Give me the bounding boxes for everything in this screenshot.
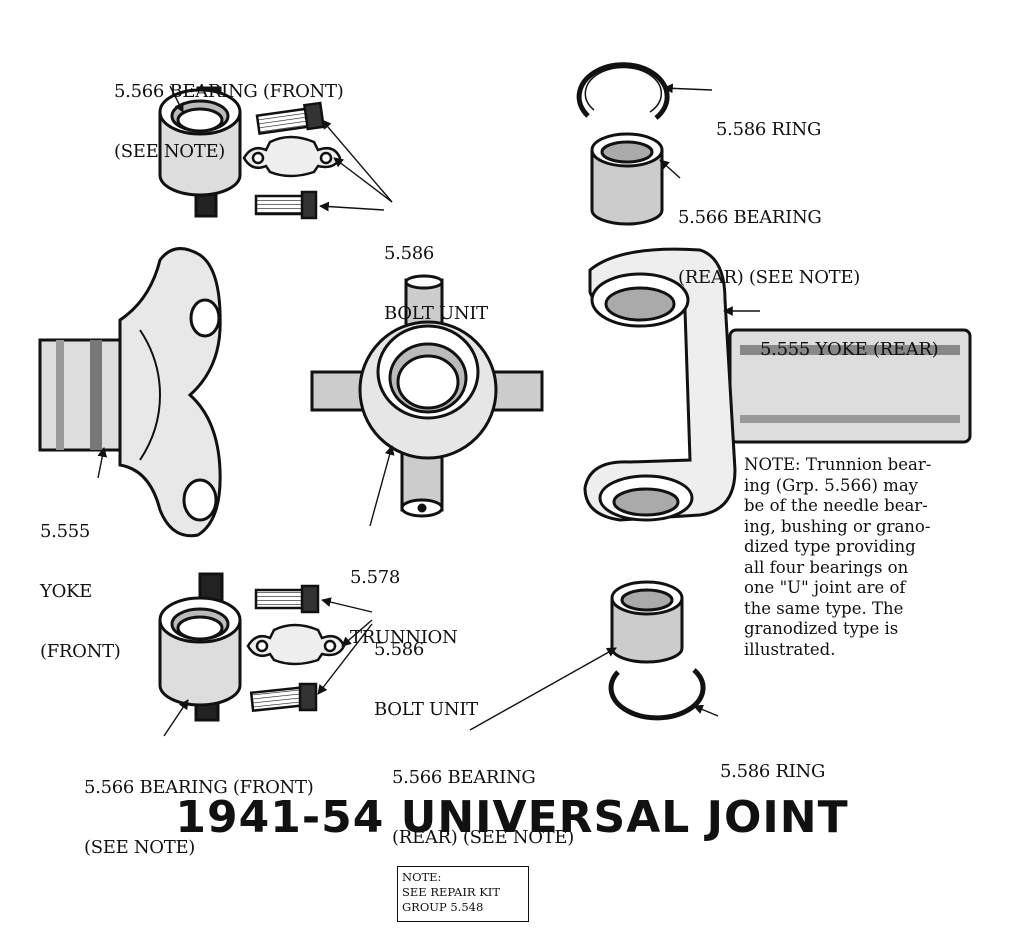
label-line: (REAR) (SEE NOTE) xyxy=(392,827,574,848)
label-bearing-front-bottom: 5.566 BEARING (FRONT) (SEE NOTE) xyxy=(84,738,314,878)
label-line: 5.555 xyxy=(40,521,91,542)
ring-top-inner xyxy=(584,66,663,113)
label-yoke-front: 5.555 YOKE (FRONT) xyxy=(40,482,121,682)
label-line: 5.586 xyxy=(374,639,425,660)
note-line: the same type. The xyxy=(744,598,904,618)
note-line: ing, bushing or grano- xyxy=(744,516,931,536)
bearing-rear-bottom-part xyxy=(610,580,684,664)
label-trunnion: 5.578 TRUNNION xyxy=(350,528,458,668)
ring-top-part xyxy=(576,62,670,120)
label-line: YOKE xyxy=(40,581,93,602)
note-line: all four bearings on xyxy=(744,557,909,577)
label-line: 5.555 YOKE (REAR) xyxy=(760,339,939,360)
label-yoke-rear: 5.555 YOKE (REAR) xyxy=(760,300,939,380)
note-line: be of the needle bear- xyxy=(744,496,928,515)
label-line: 5.586 RING xyxy=(716,119,822,140)
label-ring-bottom: 5.586 RING xyxy=(720,722,825,802)
trunnion-part xyxy=(310,274,544,518)
leader-lines xyxy=(97,83,760,737)
ring-bottom-part xyxy=(608,668,706,721)
label-bolt-unit-bottom: 5.586 BOLT UNIT xyxy=(374,600,478,740)
label-ring-top: 5.586 RING xyxy=(716,80,821,160)
label-line: TRUNNION xyxy=(350,627,458,648)
label-line: (REAR) (SEE NOTE) xyxy=(678,267,860,288)
label-line: 5.566 BEARING xyxy=(392,767,536,788)
label-line: BOLT UNIT xyxy=(384,303,488,324)
note-line: ing (Grp. 5.566) may xyxy=(744,475,918,495)
repair-note-line: SEE REPAIR KIT xyxy=(402,885,501,899)
label-line: BOLT UNIT xyxy=(374,699,478,720)
trunnion-bearing-note: NOTE: Trunnion bear- ing (Grp. 5.566) ma… xyxy=(744,455,976,660)
repair-kit-note-box: NOTE: SEE REPAIR KIT GROUP 5.548 xyxy=(397,866,529,922)
label-line: 5.586 xyxy=(384,243,435,264)
diagram-title: 1941-54 UNIVERSAL JOINT xyxy=(175,792,849,843)
label-line: 5.566 BEARING (FRONT) xyxy=(114,81,344,102)
yoke-rear-part xyxy=(583,247,972,522)
bearing-front-top-part xyxy=(158,86,242,218)
bolt-unit-bottom-part xyxy=(246,584,346,713)
label-line: 5.566 BEARING (FRONT) xyxy=(84,777,314,798)
bearing-rear-top-part xyxy=(590,132,664,226)
label-line: (SEE NOTE) xyxy=(114,141,226,162)
label-line: 5.566 BEARING xyxy=(678,207,822,228)
label-bearing-front-top: 5.566 BEARING (FRONT) (SEE NOTE) xyxy=(114,42,344,182)
note-line: NOTE: Trunnion bear- xyxy=(744,455,932,474)
label-bolt-unit-top: 5.586 BOLT UNIT xyxy=(384,204,488,344)
note-line: dized type providing xyxy=(744,537,916,556)
label-bearing-rear-bottom: 5.566 BEARING (REAR) (SEE NOTE) xyxy=(392,728,574,868)
label-line: (SEE NOTE) xyxy=(84,837,196,858)
label-line: (FRONT) xyxy=(40,641,121,662)
label-line: 5.578 xyxy=(350,567,401,588)
label-bearing-rear-top: 5.566 BEARING (REAR) (SEE NOTE) xyxy=(678,168,860,308)
label-line: 5.586 RING xyxy=(720,761,826,782)
repair-note-line: GROUP 5.548 xyxy=(402,900,484,914)
bolt-unit-top-part xyxy=(242,101,342,220)
note-line: illustrated. xyxy=(744,639,836,659)
note-line: one "U" joint are of xyxy=(744,578,906,597)
repair-note-line: NOTE: xyxy=(402,870,442,884)
yoke-front-part xyxy=(38,247,222,538)
note-line: granodized type is xyxy=(744,619,899,638)
bearing-front-bottom-part xyxy=(158,572,242,722)
